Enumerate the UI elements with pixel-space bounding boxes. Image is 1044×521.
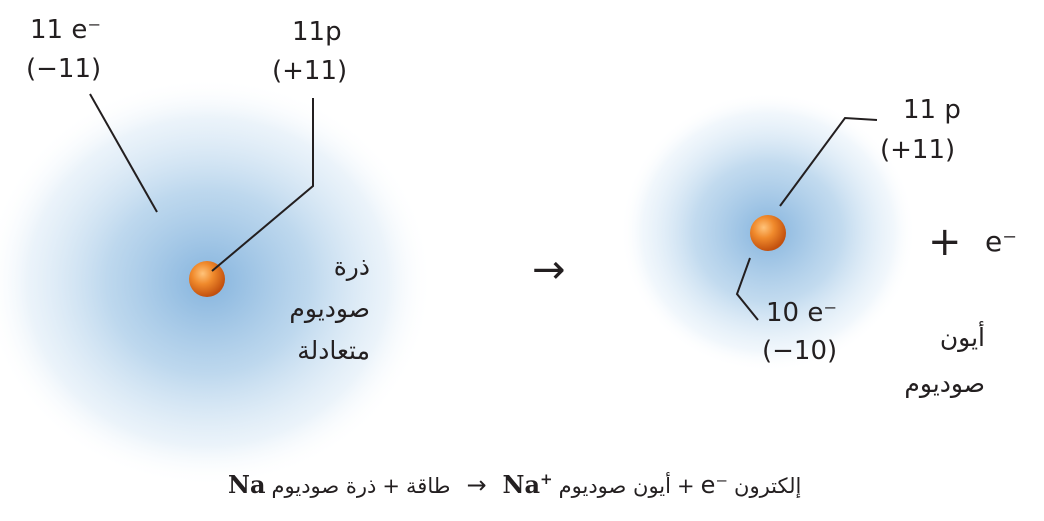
eq-na-symbol: Na (228, 473, 266, 497)
word-equation: Na ذرة صوديوم + طاقة → Na+ أيون صوديوم +… (228, 472, 1018, 497)
atom-name-line1: ذرة (250, 246, 370, 288)
atom-nucleus (189, 261, 225, 297)
eq-electron-symbol: e⁻ (701, 473, 728, 497)
eq-na-ion-symbol: Na+ (503, 472, 553, 497)
ion-electron-count: 10 e⁻ (766, 300, 837, 326)
ion-electron-charge: (−10) (762, 338, 837, 364)
ion-name-line1: أيون (880, 315, 985, 361)
reaction-arrow: → (532, 250, 566, 290)
ion-proton-count: 11 p (903, 97, 961, 123)
atom-proton-charge: (+11) (272, 58, 347, 84)
eq-electron-name: إلكترون (734, 476, 801, 497)
atom-electron-count: 11 e⁻ (30, 17, 101, 43)
plus-sign: + (928, 222, 962, 262)
atom-electron-charge: (−11) (26, 56, 101, 82)
atom-proton-count: 11p (292, 19, 342, 45)
ion-name-line2: صوديوم (880, 361, 985, 407)
ion-proton-charge: (+11) (880, 137, 955, 163)
eq-arrow: → (466, 473, 486, 497)
ion-nucleus (750, 215, 786, 251)
eq-plus-1: + (382, 476, 400, 497)
eq-plus-2: + (677, 476, 695, 497)
atom-name-line3: متعادلة (250, 330, 370, 372)
eq-na-ion-base: Na (503, 470, 541, 499)
free-electron: e⁻ (985, 228, 1017, 256)
ion-name: أيون صوديوم (880, 315, 985, 407)
eq-ion-name: أيون صوديوم (559, 476, 671, 497)
eq-na-ion-charge: + (540, 470, 553, 488)
eq-energy: طاقة (406, 476, 450, 497)
eq-atom-name: ذرة صوديوم (272, 476, 377, 497)
atom-name: ذرة صوديوم متعادلة (250, 246, 370, 372)
atom-name-line2: صوديوم (250, 288, 370, 330)
